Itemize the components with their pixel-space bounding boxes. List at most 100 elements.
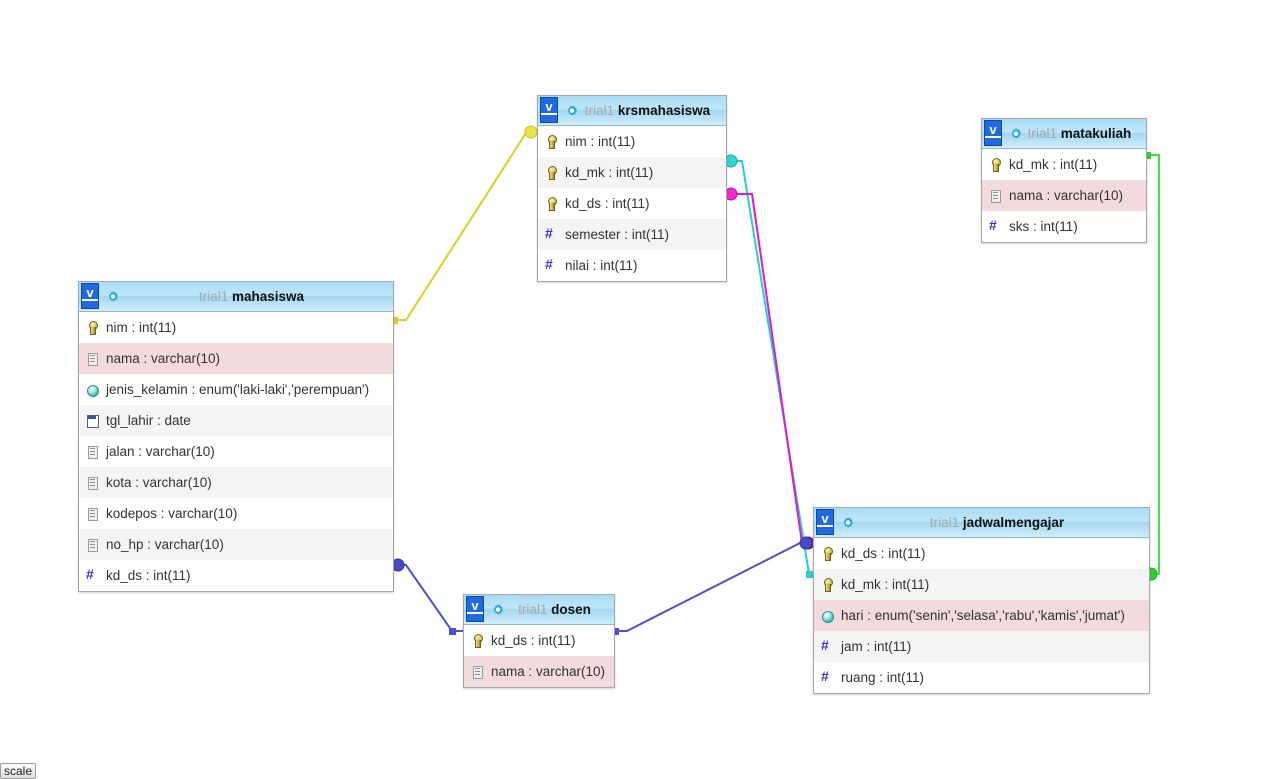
number-column-icon <box>821 637 834 654</box>
date-column-icon <box>86 413 99 428</box>
column-row[interactable]: kd_ds : int(11) <box>79 560 393 591</box>
connector-mahasiswa-krsmahasiswa[interactable] <box>391 125 538 324</box>
key-icon <box>86 320 99 335</box>
column-row[interactable]: sks : int(11) <box>982 211 1146 242</box>
key-icon <box>545 134 558 149</box>
connector-krsmahasiswa-jadwalmengajar-kdds[interactable] <box>724 187 815 550</box>
number-column-icon <box>545 225 558 242</box>
table-schema-label: trial1 <box>584 103 618 118</box>
table-title-matakuliah: trial1 matakuliah <box>1023 126 1138 141</box>
table-header-jadwalmengajar[interactable]: v trial1 jadwalmengajar <box>814 508 1149 538</box>
table-schema-label: trial1 <box>929 515 963 530</box>
column-label: jenis_kelamin : enum('laki-laki','peremp… <box>106 382 370 397</box>
v-badge-icon: v <box>540 97 558 123</box>
key-icon <box>545 165 558 180</box>
column-label: kd_ds : int(11) <box>491 633 576 648</box>
table-schema-label: trial1 <box>518 602 552 617</box>
table-krsmahasiswa[interactable]: v trial1 krsmahasiswa nim : int(11) kd_mk :… <box>537 95 727 282</box>
column-row[interactable]: nama : varchar(10) <box>79 343 393 374</box>
number-column-icon <box>821 668 834 685</box>
column-row[interactable]: kd_ds : int(11) <box>814 538 1149 569</box>
column-label: nim : int(11) <box>565 134 636 149</box>
gear-icon <box>106 290 120 304</box>
connector-krsmahasiswa-jadwalmengajar-kdmk[interactable] <box>724 154 813 578</box>
table-header-krsmahasiswa[interactable]: v trial1 krsmahasiswa <box>538 96 726 126</box>
key-icon <box>545 196 558 211</box>
column-label: no_hp : varchar(10) <box>106 537 224 552</box>
column-row[interactable]: kd_mk : int(11) <box>982 149 1146 180</box>
column-label: nama : varchar(10) <box>491 664 606 679</box>
key-icon <box>821 577 834 592</box>
connector-mahasiswa-dosen[interactable] <box>391 558 463 635</box>
number-column-icon <box>989 217 1002 234</box>
column-row[interactable]: nim : int(11) <box>79 312 393 343</box>
column-label: sks : int(11) <box>1009 219 1078 234</box>
column-row[interactable]: kd_ds : int(11) <box>464 625 614 656</box>
column-label: jam : int(11) <box>841 639 912 654</box>
column-row[interactable]: kodepos : varchar(10) <box>79 498 393 529</box>
gear-icon <box>1009 127 1023 141</box>
column-row[interactable]: nama : varchar(10) <box>464 656 614 687</box>
column-label: nilai : int(11) <box>565 258 638 273</box>
gear-icon <box>565 104 579 118</box>
table-name-label: dosen <box>551 602 591 617</box>
column-row[interactable]: kd_mk : int(11) <box>538 157 726 188</box>
column-row[interactable]: kota : varchar(10) <box>79 467 393 498</box>
v-badge-icon: v <box>816 509 834 535</box>
gear-icon <box>841 516 855 530</box>
text-column-icon <box>471 664 484 679</box>
text-column-icon <box>86 444 99 459</box>
column-row[interactable]: nama : varchar(10) <box>982 180 1146 211</box>
number-column-icon <box>86 566 99 583</box>
column-label: ruang : int(11) <box>841 670 925 685</box>
scale-button-label: scale <box>3 764 32 778</box>
column-row[interactable]: jenis_kelamin : enum('laki-laki','peremp… <box>79 374 393 405</box>
table-title-krsmahasiswa: trial1 krsmahasiswa <box>579 103 718 118</box>
text-column-icon <box>86 475 99 490</box>
column-label: kd_ds : int(11) <box>565 196 650 211</box>
table-jadwalmengajar[interactable]: v trial1 jadwalmengajar kd_ds : int(11) kd_… <box>813 507 1150 694</box>
column-row[interactable]: nim : int(11) <box>538 126 726 157</box>
table-title-dosen: trial1 dosen <box>505 602 606 617</box>
text-column-icon <box>989 188 1002 203</box>
column-label: kodepos : varchar(10) <box>106 506 238 521</box>
table-name-label: matakuliah <box>1060 126 1132 141</box>
text-column-icon <box>86 351 99 366</box>
number-column-icon <box>545 256 558 273</box>
column-row[interactable]: ruang : int(11) <box>814 662 1149 693</box>
column-label: semester : int(11) <box>565 227 670 242</box>
column-row[interactable]: semester : int(11) <box>538 219 726 250</box>
column-label: nama : varchar(10) <box>1009 188 1124 203</box>
column-row[interactable]: nilai : int(11) <box>538 250 726 281</box>
text-column-icon <box>86 537 99 552</box>
column-row[interactable]: no_hp : varchar(10) <box>79 529 393 560</box>
column-row[interactable]: tgl_lahir : date <box>79 405 393 436</box>
column-row[interactable]: jam : int(11) <box>814 631 1149 662</box>
column-label: kd_ds : int(11) <box>841 546 926 561</box>
enum-column-icon <box>86 382 99 397</box>
column-row[interactable]: kd_ds : int(11) <box>538 188 726 219</box>
connector-dosen-jadwalmengajar[interactable] <box>612 536 813 635</box>
column-label: jalan : varchar(10) <box>106 444 215 459</box>
column-label: nim : int(11) <box>106 320 177 335</box>
column-label: kd_mk : int(11) <box>841 577 930 592</box>
column-row[interactable]: jalan : varchar(10) <box>79 436 393 467</box>
scale-button[interactable]: scale <box>0 763 36 779</box>
column-row[interactable]: hari : enum('senin','selasa','rabu','kam… <box>814 600 1149 631</box>
text-column-icon <box>86 506 99 521</box>
column-row[interactable]: kd_mk : int(11) <box>814 569 1149 600</box>
table-schema-label: trial1 <box>1027 126 1061 141</box>
column-label: tgl_lahir : date <box>106 413 191 428</box>
table-title-jadwalmengajar: trial1 jadwalmengajar <box>855 515 1141 530</box>
table-name-label: mahasiswa <box>231 289 305 304</box>
column-label: hari : enum('senin','selasa','rabu','kam… <box>841 608 1125 623</box>
column-label: nama : varchar(10) <box>106 351 221 366</box>
key-icon <box>821 546 834 561</box>
